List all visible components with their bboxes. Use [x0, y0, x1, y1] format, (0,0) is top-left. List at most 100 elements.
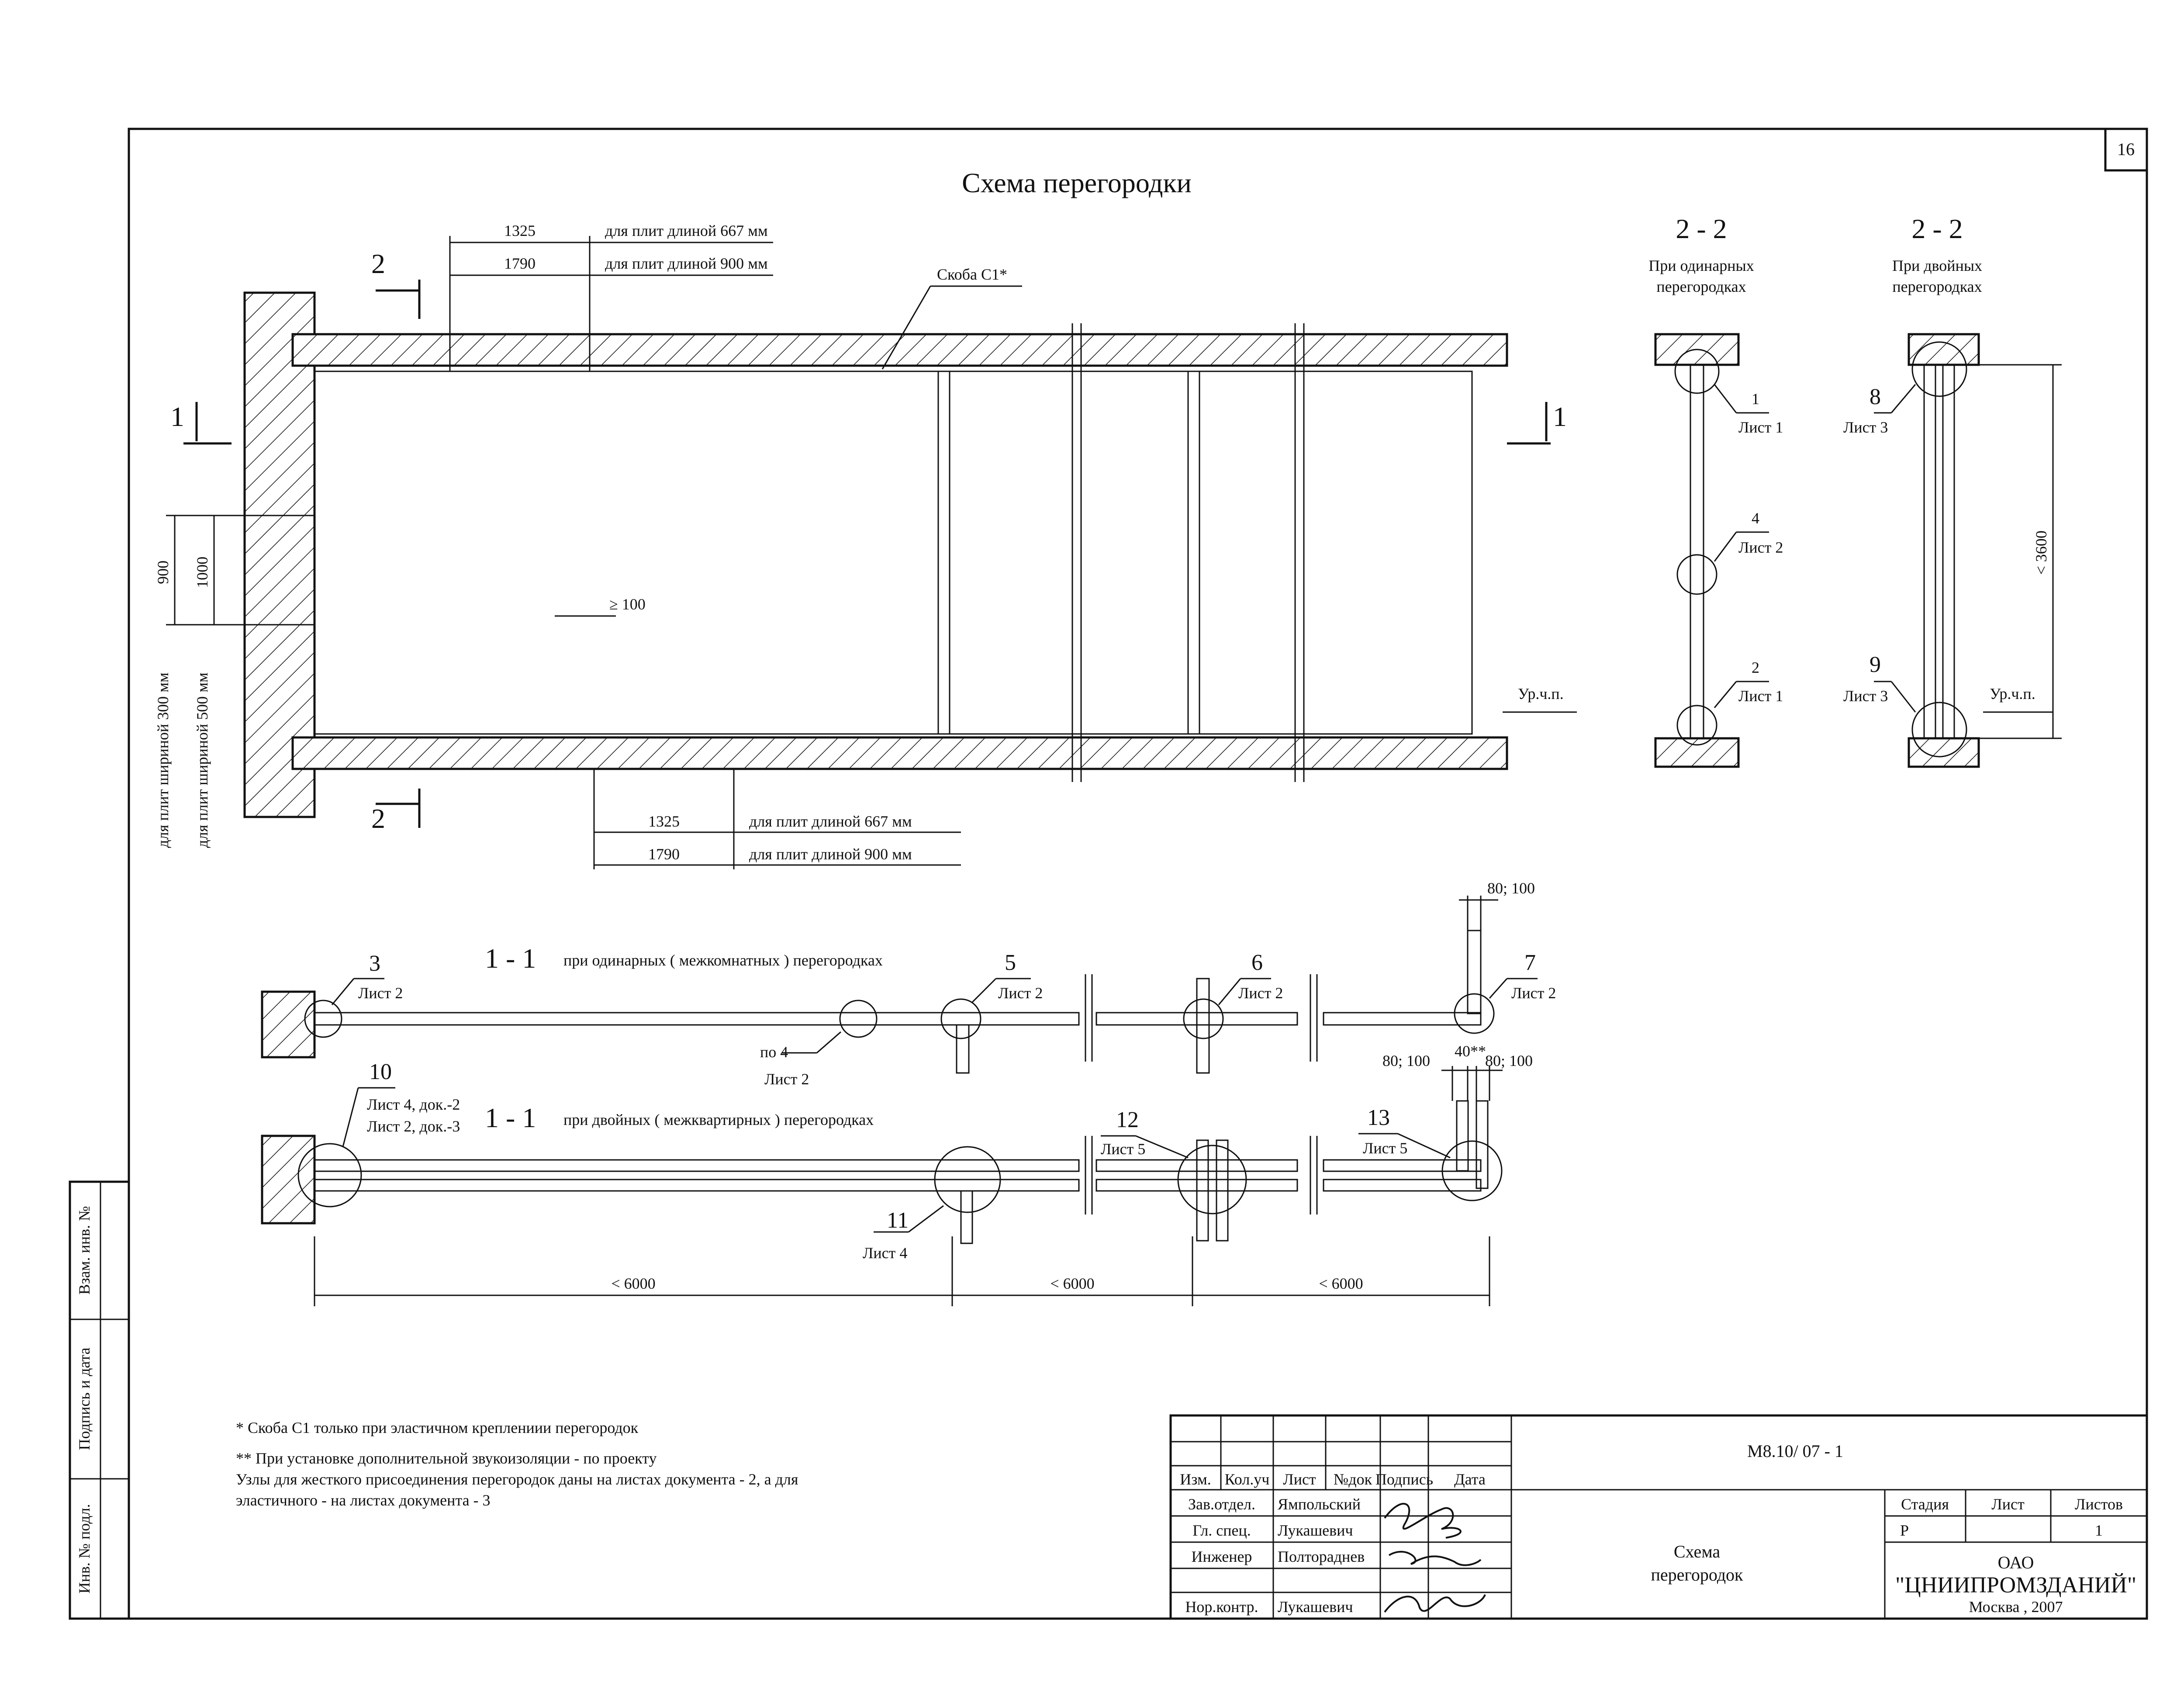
plan-double: 1 - 1 при двойных ( межквартирных ) пере…: [261, 1042, 1533, 1306]
dim-left-2: 1000: [194, 557, 211, 588]
node-6-sheet: Лист 2: [1238, 984, 1283, 1002]
node-10: 10: [369, 1059, 392, 1084]
node-7: 7: [1524, 950, 1536, 975]
node-8: 8: [1870, 384, 1881, 409]
bracket-label: Скоба С1*: [937, 266, 1007, 283]
plan-single: 1 - 1 при одинарных ( межкомнатных ) пер…: [261, 879, 1556, 1088]
top-dimensions: [449, 236, 773, 371]
name-3: Полтораднев: [1278, 1548, 1365, 1565]
dim-bottom-1: 1325: [648, 813, 680, 830]
plan-double-text: при двойных ( межквартирных ) перегородк…: [563, 1111, 874, 1128]
side-field-3: Инв. № подл.: [76, 1504, 93, 1593]
node-11: 11: [887, 1208, 909, 1233]
node-9: 9: [1870, 652, 1881, 677]
stage-label: Стадия: [1901, 1495, 1949, 1513]
header-podpis: Подпись: [1375, 1471, 1433, 1488]
note-2: ** При установке дополнительной звукоизо…: [236, 1450, 657, 1467]
node-12: 12: [1116, 1107, 1139, 1132]
plan-double-gap: 40**: [1455, 1042, 1486, 1060]
dim-top-1: 1325: [504, 222, 536, 239]
plan-single-text: при одинарных ( межкомнатных ) перегород…: [563, 952, 883, 969]
break-lines: [1071, 323, 1305, 782]
plan-single-thickness: 80; 100: [1487, 879, 1535, 897]
title-block: М8.10/ 07 - 1 Изм. Кол.уч Лист №док Подп…: [1169, 1414, 2148, 1620]
double-floor-level: Ур.ч.п.: [1990, 685, 2035, 702]
header-kol-uch: Кол.уч: [1225, 1471, 1270, 1488]
sheets-label: Листов: [2075, 1495, 2123, 1513]
sheet-frame: 16: [128, 128, 2148, 1620]
node-11-sheet: Лист 4: [863, 1244, 907, 1262]
stiffener-2: [1187, 370, 1200, 735]
section-2-top: 2: [371, 248, 385, 279]
sheet-label: Лист: [1991, 1495, 2025, 1513]
span-1: < 6000: [611, 1275, 655, 1292]
node-10-sheet-2: Лист 2, док.-3: [367, 1118, 460, 1135]
note-4: эластичного - на листах документа - 3: [236, 1491, 491, 1509]
plan-double-number: 1 - 1: [485, 1102, 536, 1133]
dim-top-2: 1790: [504, 255, 536, 272]
sheets-value: 1: [2095, 1522, 2103, 1539]
dim-top-1-note: для плит длиной 667 мм: [605, 222, 768, 239]
stiffener-1: [937, 370, 950, 735]
role-5: Нор.контр.: [1185, 1598, 1258, 1616]
left-note-2: для плит шириной 500 мм: [194, 672, 211, 848]
span-3: < 6000: [1319, 1275, 1363, 1292]
page-title: Схема перегородки: [962, 167, 1192, 198]
signatures: [1384, 1503, 1486, 1613]
node-4-sheet: Лист 2: [1738, 539, 1783, 556]
role-2: Гл. спец.: [1192, 1522, 1251, 1539]
role-1: Зав.отдел.: [1188, 1495, 1255, 1513]
node-13: 13: [1367, 1105, 1390, 1130]
node-2-sheet: Лист 1: [1738, 687, 1783, 705]
section-double-subtitle-1: При двойных: [1892, 257, 1982, 274]
side-wall: [243, 291, 316, 818]
doc-code: М8.10/ 07 - 1: [1747, 1441, 1843, 1461]
floor-level: Ур.ч.п.: [1518, 685, 1564, 702]
node-1: 1: [1752, 390, 1759, 408]
org-2: "ЦНИИПРОМЗДАНИЙ": [1895, 1573, 2136, 1598]
section-1-left: 1: [170, 401, 184, 432]
section-double-subtitle-2: перегородках: [1892, 278, 1982, 295]
section-2-2-double: 2 - 2 При двойных перегородках 8 Лист 3 …: [1843, 213, 2062, 768]
bottom-dimensions: [593, 769, 961, 869]
node-6: 6: [1251, 950, 1263, 975]
span-2: < 6000: [1050, 1275, 1094, 1292]
side-field-1: Взам. инв. №: [76, 1206, 93, 1295]
node-1-sheet: Лист 1: [1738, 419, 1783, 436]
left-note-1: для плит шириной 300 мм: [154, 672, 172, 848]
section-double-title: 2 - 2: [1911, 213, 1963, 244]
plan-double-thickness-2: 80; 100: [1485, 1052, 1533, 1069]
name-1: Ямпольский: [1278, 1495, 1361, 1513]
height-dim: < 3600: [2032, 530, 2050, 574]
node-10-sheet-1: Лист 4, док.-2: [367, 1096, 460, 1113]
node-8-sheet: Лист 3: [1843, 419, 1888, 436]
node-4-ref-sheet: Лист 2: [764, 1070, 809, 1088]
header-list: Лист: [1283, 1471, 1316, 1488]
header-ndok: №док: [1334, 1471, 1372, 1488]
brick-infill: [314, 370, 1473, 735]
node-3: 3: [369, 951, 380, 976]
name-2: Лукашевич: [1278, 1522, 1353, 1539]
node-7-sheet: Лист 2: [1511, 984, 1556, 1002]
note-3: Узлы для жесткого присоединения перегоро…: [236, 1471, 798, 1488]
drawing-name-2: перегородок: [1651, 1565, 1744, 1585]
section-1-right: 1: [1553, 401, 1567, 432]
sheet-number: 16: [2117, 139, 2135, 159]
header-data: Дата: [1454, 1471, 1486, 1488]
node-3-sheet: Лист 2: [358, 984, 403, 1002]
node-12-sheet: Лист 5: [1101, 1140, 1145, 1158]
side-stamp: Взам. инв. № Подпись и дата Инв. № подл.: [69, 1180, 130, 1620]
wall-elevation: 1325 для плит длиной 667 мм 1790 для пли…: [154, 222, 1577, 869]
side-field-2: Подпись и дата: [76, 1347, 93, 1450]
dim-left-1: 900: [154, 561, 172, 584]
dim-bottom-2-note: для плит длиной 900 мм: [749, 845, 912, 863]
org-3: Москва , 2007: [1969, 1598, 2063, 1616]
note-1: * Скоба С1 только при эластичном креплен…: [236, 1419, 639, 1436]
span-dimensions: [314, 1236, 1490, 1306]
role-3: Инженер: [1192, 1548, 1252, 1565]
section-2-bottom: 2: [371, 803, 385, 834]
section-single-subtitle-2: перегородках: [1656, 278, 1746, 295]
org-1: ОАО: [1998, 1553, 2034, 1572]
left-dimensions: [166, 515, 314, 626]
